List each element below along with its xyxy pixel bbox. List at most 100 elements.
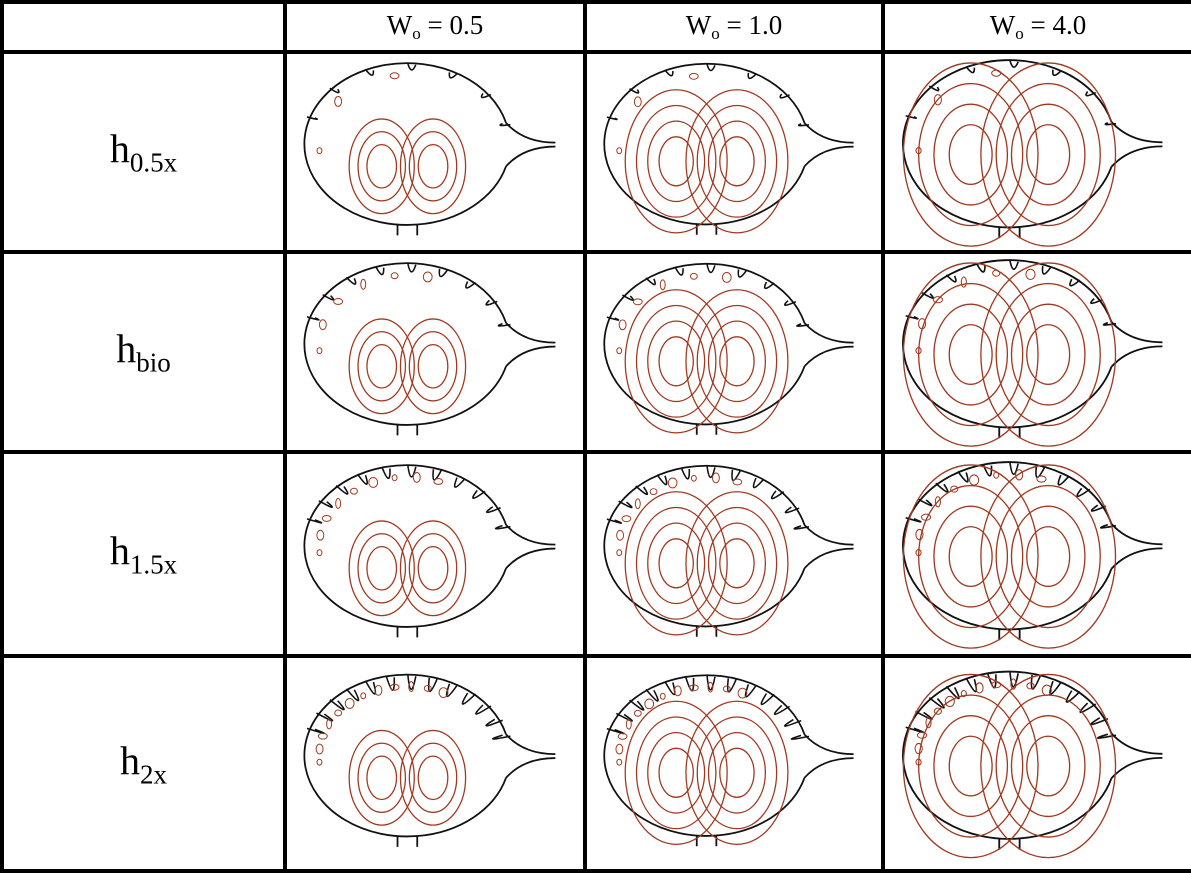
chamber-outline (303, 673, 556, 847)
streamline-plot-0-2 (881, 50, 1191, 254)
wall-fold-outline (706, 264, 716, 274)
wall-fold-outline (1009, 260, 1019, 271)
wall-eddy-contour (344, 698, 355, 709)
wall-fold-outline (618, 500, 633, 509)
vortex-contour (635, 304, 717, 418)
wall-eddy-contour (350, 487, 358, 495)
vortex-contour (902, 673, 1039, 859)
wall-fold-outline (427, 677, 438, 693)
wall-eddy-contour (920, 513, 932, 521)
wall-fold-outline (726, 678, 737, 693)
vortex-contour (980, 464, 1117, 649)
vortex-contour (917, 282, 1024, 427)
wall-fold-outline (499, 122, 511, 127)
wall-eddy-contour (925, 717, 932, 729)
vortex-contour (348, 118, 415, 215)
wall-eddy-contour (334, 96, 343, 107)
vortex-contour (1010, 505, 1086, 608)
wall-fold-outline (645, 277, 656, 286)
column-header-wo-4-0: Wo = 4.0 (881, 0, 1191, 54)
wall-eddy-contour (318, 319, 327, 331)
vortex-contour (348, 520, 415, 617)
wall-fold-outline (1104, 121, 1117, 126)
row-label-h-bio: hbio (0, 250, 287, 454)
wall-fold-outline (945, 685, 960, 700)
chamber-outline (303, 262, 556, 436)
vortex-contour (635, 716, 717, 830)
wall-eddy-contour (412, 471, 421, 483)
wall-eddy-contour (932, 296, 943, 304)
wall-fold-outline (407, 263, 417, 273)
wall-eddy-contour (688, 72, 699, 80)
vortex-contour (408, 331, 458, 402)
wall-eddy-contour (334, 709, 343, 717)
streamline-plot-svg (303, 464, 556, 638)
row-label-h-2x: h2x (0, 654, 287, 873)
vortex-contour (685, 491, 789, 636)
wall-fold-outline (486, 506, 501, 514)
wall-fold-outline (306, 518, 323, 524)
wall-fold-outline (329, 699, 345, 711)
vortex-contour (696, 716, 778, 830)
wall-fold-outline (606, 316, 620, 321)
streamline-plot-0-1 (583, 50, 885, 254)
vortex-contour (902, 62, 1039, 247)
vortex-contour (357, 131, 407, 202)
wall-fold-outline (1069, 278, 1081, 287)
streamline-plot-2-2 (881, 450, 1191, 658)
wall-fold-outline (1065, 690, 1081, 703)
vortex-contour (707, 120, 766, 203)
vortex-contour (933, 303, 1009, 406)
wall-eddy-contour (1010, 678, 1017, 690)
wall-fold-outline (760, 693, 775, 706)
vortex-contour (408, 131, 458, 202)
wall-eddy-contour (616, 758, 623, 766)
wall-fold-outline (461, 692, 477, 705)
streamline-plot-2-0 (283, 450, 587, 658)
streamline-plot-3-2 (881, 654, 1191, 873)
wall-fold-outline (935, 482, 949, 493)
wall-eddy-contour (315, 743, 324, 755)
vortex-contour (417, 755, 449, 801)
vortex-contour (917, 694, 1024, 838)
wall-fold-outline (445, 683, 459, 698)
vortex-contour (399, 729, 467, 826)
vortex-contour (647, 120, 706, 203)
vortex-contour (357, 533, 407, 604)
wall-fold-outline (1051, 69, 1062, 77)
chamber-outline (902, 461, 1163, 641)
wall-eddy-contour (1026, 682, 1035, 690)
vortex-contour (1026, 124, 1071, 185)
vortex-contour (719, 538, 755, 589)
wall-eddy-contour (969, 474, 980, 486)
wall-fold-outline (492, 734, 511, 740)
wall-fold-outline (629, 699, 645, 711)
vortex-contour (635, 506, 717, 620)
wall-eddy-contour (1025, 268, 1036, 280)
vortex-contour (995, 282, 1101, 427)
vortex-contour (366, 545, 398, 591)
wall-eddy-contour (633, 709, 642, 717)
wall-eddy-contour (915, 758, 922, 766)
vortex-contour (357, 742, 407, 813)
wall-fold-outline (407, 675, 417, 691)
chamber-outline (902, 59, 1163, 239)
wall-fold-outline (615, 712, 633, 722)
wall-fold-outline (356, 473, 368, 485)
vortex-contour (417, 143, 449, 189)
wall-fold-outline (453, 477, 466, 488)
wall-fold-outline (329, 87, 340, 94)
vortex-contour (366, 755, 398, 801)
chamber-outline (902, 670, 1163, 850)
wall-eddy-contour (933, 707, 942, 715)
wall-eddy-contour (933, 94, 942, 106)
streamline-plot-svg (603, 464, 854, 637)
wall-eddy-contour (335, 498, 342, 509)
wall-fold-outline (737, 269, 748, 278)
wall-fold-outline (793, 525, 810, 530)
vortex-contour (917, 484, 1024, 629)
wall-eddy-contour (368, 477, 379, 488)
wall-eddy-contour (618, 319, 627, 331)
wall-fold-outline (364, 680, 377, 695)
wall-eddy-contour (916, 731, 928, 739)
